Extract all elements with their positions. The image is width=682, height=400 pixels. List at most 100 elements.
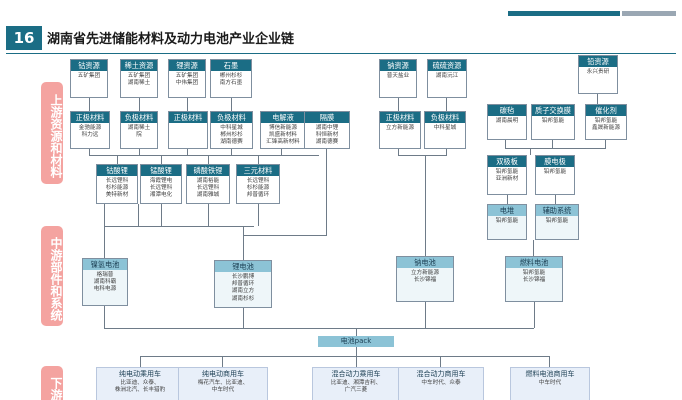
connector bbox=[208, 155, 209, 164]
connector bbox=[140, 356, 141, 367]
downstream-title: 燃料电池商用车 bbox=[525, 370, 575, 378]
connector bbox=[534, 302, 535, 328]
downstream-title: 混合动力商用车 bbox=[416, 370, 466, 378]
node-zj2: 正极材料 bbox=[168, 111, 208, 149]
node-title: 正极材料 bbox=[169, 112, 207, 123]
connector bbox=[139, 98, 140, 111]
node-body: 普天盐业 bbox=[386, 73, 410, 79]
connector bbox=[243, 226, 244, 260]
connector bbox=[425, 302, 426, 328]
node-title: 双极板 bbox=[488, 156, 526, 167]
node-body: 永兴贵研 bbox=[586, 69, 610, 75]
node-syl: 三元材料长远锂科 杉杉能源 邦普循环 bbox=[236, 164, 280, 204]
node-title: 钠资源 bbox=[380, 60, 416, 71]
node-title: 锂资源 bbox=[169, 60, 205, 71]
connector bbox=[258, 204, 259, 226]
connector bbox=[89, 155, 319, 156]
connector bbox=[104, 204, 105, 258]
node-chjj: 催化剂铅邦氢能 鑫晟新能源 bbox=[585, 104, 627, 140]
node-title: 磷酸铁锂 bbox=[187, 165, 229, 176]
connector bbox=[533, 240, 534, 256]
connector bbox=[104, 226, 254, 227]
header-accent-bar-teal bbox=[508, 11, 620, 16]
connector bbox=[549, 356, 550, 367]
node-body: 长沙鹏博 邦普循环 湖南立方 湖南杉杉 bbox=[231, 274, 255, 302]
node-body: 湖南裕能 长远锂科 湖南雅城 bbox=[196, 178, 220, 199]
node-title: 膜电极 bbox=[536, 156, 574, 167]
node-body: 博信新能源 凯盛新材料 汇锋高新材料 bbox=[266, 125, 300, 146]
node-title: 辅助系统 bbox=[536, 205, 578, 216]
connector bbox=[326, 155, 327, 235]
connector bbox=[138, 204, 139, 226]
node-li: 锂资源五矿集团 中伟集团 bbox=[168, 59, 206, 98]
node-fj1: 负极材料湖南稀土 院 bbox=[120, 111, 158, 149]
connector bbox=[104, 328, 534, 329]
downstream-item: 纯电动商用车梅花汽车、比亚迪、 中车时代 bbox=[178, 367, 268, 400]
node-title: 碳毡 bbox=[488, 105, 526, 116]
connector bbox=[89, 149, 90, 155]
node-body: 海霞锂电 长远锂科 湘潭电化 bbox=[149, 178, 173, 199]
node-body: 铅邦氢能 长沙锦福 bbox=[522, 270, 546, 284]
connector bbox=[425, 155, 426, 256]
page-title: 湖南省先进储能材料及动力电池产业企业链 bbox=[47, 32, 295, 47]
node-title: 负极材料 bbox=[121, 112, 157, 123]
connector bbox=[161, 155, 162, 164]
node-body: 铅邦氢能 bbox=[543, 169, 567, 175]
section-midstream: 中游部件和系统 bbox=[41, 226, 63, 326]
node-zzjhm: 质子交换膜铅邦氢能 bbox=[531, 104, 575, 140]
node-liu: 硫硫资源湖南沅江 bbox=[427, 59, 467, 98]
downstream-body: 中车时代 bbox=[538, 380, 562, 386]
node-title: 石墨 bbox=[211, 60, 251, 71]
connector bbox=[505, 140, 506, 148]
node-body: 湖南晨明 bbox=[495, 118, 519, 124]
connector bbox=[89, 98, 90, 111]
node-qian: 铅资源永兴贵研 bbox=[578, 55, 618, 94]
connector bbox=[281, 149, 282, 155]
node-title: 稀土资源 bbox=[121, 60, 157, 71]
node-title: 质子交换膜 bbox=[532, 105, 574, 116]
node-body: 中科星城 bbox=[433, 125, 457, 131]
connector bbox=[187, 98, 188, 111]
node-lidc: 锂电池长沙鹏博 邦普循环 湖南立方 湖南杉杉 bbox=[214, 260, 272, 308]
connector bbox=[187, 149, 188, 155]
node-title: 钴酸锂 bbox=[97, 165, 137, 176]
node-fj3: 负极材料中科星城 bbox=[424, 111, 466, 149]
node-lstl: 磷酸铁锂湖南裕能 长远锂科 湖南雅城 bbox=[186, 164, 230, 204]
downstream-body: 中车时代、众泰 bbox=[421, 380, 461, 386]
slide-number: 16 bbox=[6, 26, 42, 50]
node-dd: 电堆铅邦氢能 bbox=[487, 204, 527, 240]
connector bbox=[104, 306, 105, 328]
node-nadc: 钠电池立方新能源 长沙锦福 bbox=[396, 256, 454, 302]
node-title: 催化剂 bbox=[586, 105, 626, 116]
node-title: 电解液 bbox=[261, 112, 305, 123]
downstream-item: 纯电动乘用车比亚迪、众泰、 株洲北汽、长丰猎豹 bbox=[96, 367, 184, 400]
node-tanzhi: 碳毡湖南晨明 bbox=[487, 104, 527, 140]
node-title: 负极材料 bbox=[211, 112, 252, 123]
node-fj2: 负极材料中科星城 郴州杉杉 湖南德赛 bbox=[210, 111, 253, 149]
node-body: 湖南稀土 院 bbox=[127, 125, 151, 139]
connector bbox=[505, 148, 606, 149]
header-divider bbox=[6, 53, 676, 54]
node-fzxt: 辅助系统铅邦氢能 bbox=[535, 204, 579, 240]
connector bbox=[117, 155, 118, 164]
downstream-body: 梅花汽车、比亚迪、 中车时代 bbox=[197, 380, 249, 393]
node-body: 湖南中锂 科恒新材 湖南德赛 bbox=[315, 125, 339, 146]
node-title: 正极材料 bbox=[71, 112, 109, 123]
connector bbox=[231, 98, 232, 111]
connector bbox=[597, 94, 598, 104]
node-body bbox=[169, 123, 207, 125]
section-upstream: 上游资源和材料 bbox=[41, 82, 63, 184]
node-zj1: 正极材料金驰能源 科力远 bbox=[70, 111, 110, 149]
downstream-title: 纯电动商用车 bbox=[202, 370, 244, 378]
connector bbox=[552, 140, 553, 148]
node-title: 锂电池 bbox=[215, 261, 271, 272]
node-djy: 电解液博信新能源 凯盛新材料 汇锋高新材料 bbox=[260, 111, 306, 149]
node-title: 钠电池 bbox=[397, 257, 453, 268]
node-body: 长远锂科 杉杉能源 美特新材 bbox=[105, 178, 129, 199]
connector bbox=[555, 195, 556, 204]
node-body: 中科星城 郴州杉杉 湖南德赛 bbox=[220, 125, 243, 146]
section-downstream: 下游 bbox=[41, 366, 63, 400]
node-title: 负极材料 bbox=[425, 112, 465, 123]
node-body: 长远锂科 杉杉能源 邦普循环 bbox=[246, 178, 270, 199]
